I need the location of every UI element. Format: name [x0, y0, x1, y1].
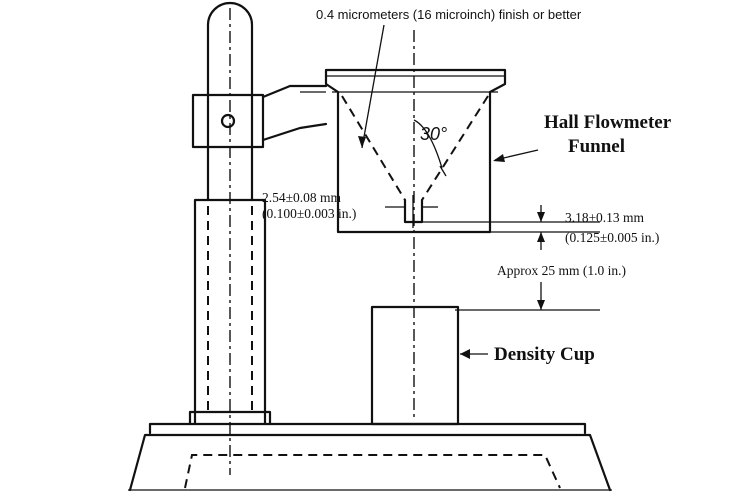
height-mm-label: 3.18±0.13 mm [565, 210, 645, 225]
clamp-arm [191, 84, 328, 149]
density-cup-label: Density Cup [494, 344, 595, 365]
funnel-title-line1: Hall Flowmeter [544, 112, 672, 133]
dimension-lines [385, 205, 600, 311]
stand-rod [206, 1, 254, 475]
funnel-title-line2: Funnel [568, 136, 625, 157]
finish-label: 0.4 micrometers (16 microinch) finish or… [316, 7, 582, 22]
angle-label: 30° [420, 124, 447, 144]
orifice-mm-label: 2.54±0.08 mm [262, 190, 342, 205]
height-in-label: (0.125±0.005 in.) [565, 230, 659, 245]
gap-label: Approx 25 mm (1.0 in.) [497, 263, 626, 278]
stand-base [128, 422, 612, 492]
orifice-in-label: (0.100±0.003 in.) [262, 206, 356, 221]
density-cup [370, 305, 488, 426]
